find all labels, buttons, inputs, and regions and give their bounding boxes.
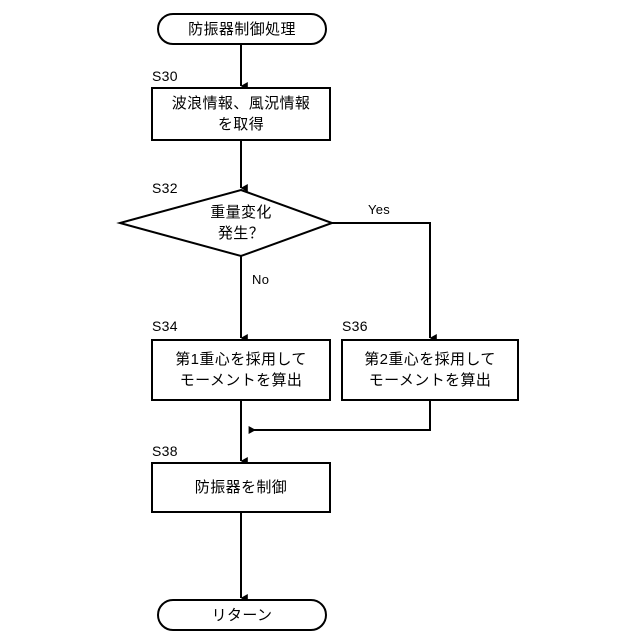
s34-process-node[interactable]: [152, 340, 330, 400]
end-terminator[interactable]: [158, 600, 326, 630]
s34-step-tag: S34: [152, 318, 178, 334]
s36-step-tag: S36: [342, 318, 368, 334]
s36-process-node[interactable]: [342, 340, 518, 400]
s30-process-shape: [151, 87, 331, 141]
start-terminator[interactable]: [158, 14, 326, 44]
s38-process-shape: [151, 462, 331, 513]
connector-s32-yes-to-s36: [332, 222, 437, 343]
end-terminator-shape: [157, 599, 327, 631]
s32-step-tag: S32: [152, 180, 178, 196]
s38-process-node[interactable]: [152, 463, 330, 512]
connector-s36-merge: [248, 400, 431, 434]
s38-step-tag: S38: [152, 443, 178, 459]
s30-process-node[interactable]: [152, 88, 330, 140]
branch-label-no: No: [252, 272, 270, 287]
s32-decision-node[interactable]: [150, 196, 332, 252]
s30-step-tag: S30: [152, 68, 178, 84]
branch-label-yes: Yes: [368, 202, 391, 217]
